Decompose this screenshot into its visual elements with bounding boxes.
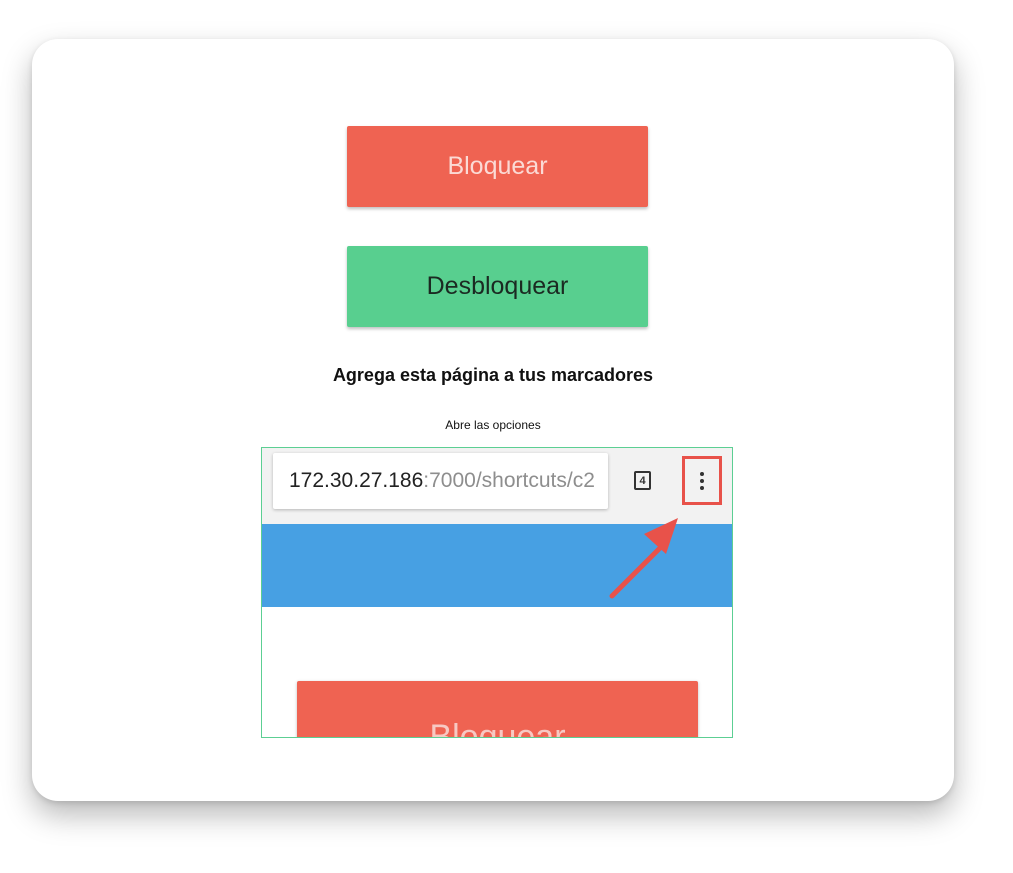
page-header-band	[262, 524, 732, 607]
bookmark-instruction: Abre las opciones	[445, 418, 541, 432]
illustration-block-button: Bloquear	[297, 681, 698, 737]
more-vert-icon	[682, 456, 722, 505]
block-button[interactable]: Bloquear	[347, 126, 648, 207]
browser-toolbar: 172.30.27.186:7000/shortcuts/c2 4	[262, 448, 732, 524]
bookmark-heading: Agrega esta página a tus marcadores	[332, 365, 654, 385]
main-card: Bloquear Desbloquear Agrega esta página …	[32, 39, 954, 801]
unblock-button[interactable]: Desbloquear	[347, 246, 648, 327]
url-host: 172.30.27.186	[289, 469, 424, 492]
browser-screenshot-illustration: 172.30.27.186:7000/shortcuts/c2 4 Bloque…	[261, 447, 733, 738]
tab-count-icon: 4	[634, 471, 651, 490]
url-path: :7000/shortcuts/c2	[423, 469, 595, 492]
address-bar: 172.30.27.186:7000/shortcuts/c2	[273, 453, 608, 509]
